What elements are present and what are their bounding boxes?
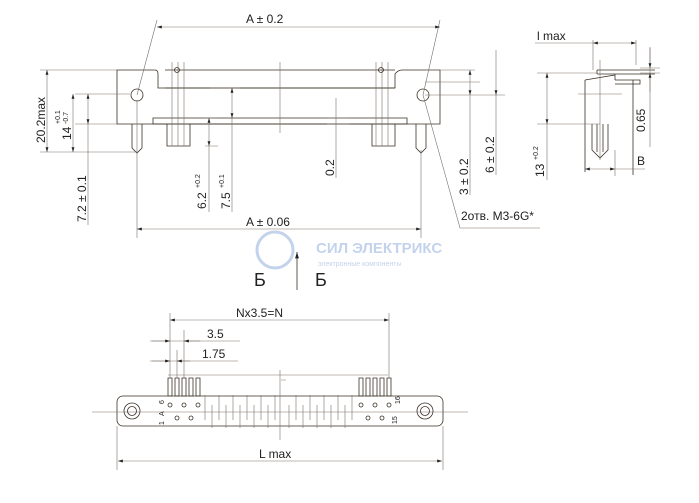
holes-note: 2отв. M3-6G*: [461, 209, 534, 223]
dim-b: B: [637, 154, 645, 168]
dim-a-02: A ± 0.2: [246, 12, 284, 26]
dim-6: 6 ± 0.2: [483, 136, 497, 173]
bottom-view: [92, 313, 468, 470]
pin-label-15: 15: [392, 416, 399, 424]
dim-a-006: A ± 0.06: [246, 215, 290, 229]
section-label-right: Б: [315, 270, 327, 290]
svg-text:электронные компоненты: электронные компоненты: [318, 261, 402, 268]
dim-14: 14: [60, 126, 74, 140]
pin-label-1: 1: [159, 421, 166, 425]
dim-7-5: 7.5: [219, 192, 233, 209]
dim-l-max-side: l max: [537, 29, 566, 43]
dim-3-5: 3.5: [207, 327, 224, 341]
section-label-left: Б: [254, 270, 266, 290]
dim-pitch: Nx3.5=N: [236, 306, 283, 320]
side-view: [535, 40, 660, 180]
svg-text:+0.1: +0.1: [55, 110, 62, 124]
dim-7-2: 7.2 ± 0.1: [75, 175, 89, 222]
dim-20-2max: 20.2max: [34, 97, 48, 143]
dim-3: 3 ± 0.2: [457, 158, 471, 195]
svg-text:+0.2: +0.2: [533, 146, 540, 160]
dim-0-2: 0.2: [323, 159, 337, 176]
dim-13: 13: [533, 163, 547, 177]
dim-1-75: 1.75: [202, 347, 226, 361]
svg-text:СИЛ ЭЛЕКТРИКС: СИЛ ЭЛЕКТРИКС: [316, 240, 442, 257]
pin-label-16: 16: [395, 396, 402, 404]
dim-6-2: 6.2: [195, 192, 209, 209]
watermark-logo: СИЛ ЭЛЕКТРИКС электронные компоненты: [255, 230, 442, 270]
dim-l-max: L max: [259, 447, 291, 461]
top-view: [40, 19, 540, 238]
svg-text:+0.2: +0.2: [195, 174, 202, 188]
pin-label-6: 6: [159, 400, 166, 404]
dim-0-65: 0.65: [634, 108, 648, 132]
pin-label-a: A: [159, 411, 166, 416]
svg-text:+0.1: +0.1: [219, 174, 226, 188]
svg-text:-0.7: -0.7: [63, 112, 70, 124]
